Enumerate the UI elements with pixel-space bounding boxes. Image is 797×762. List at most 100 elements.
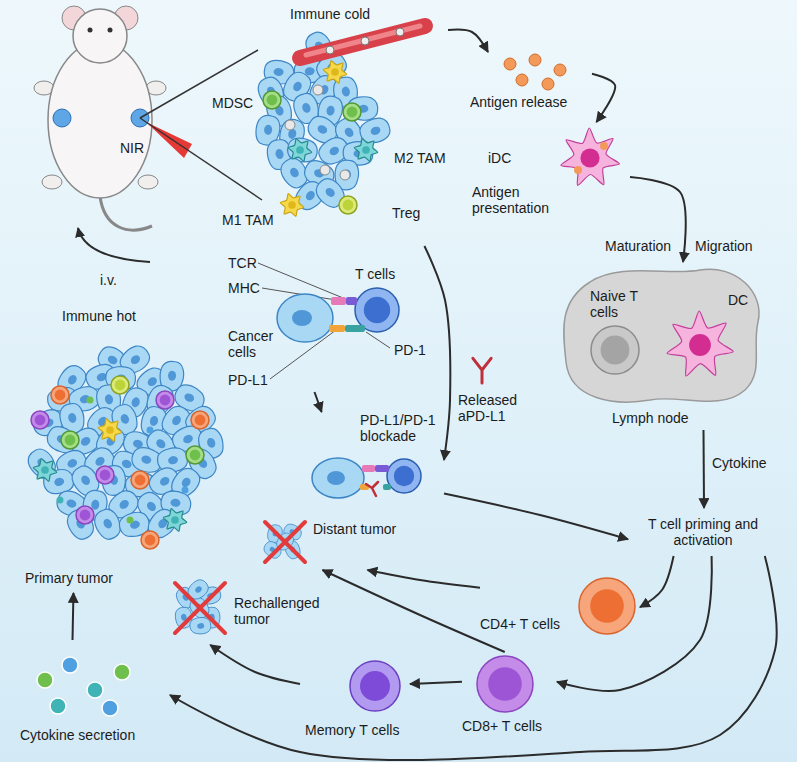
cell-nucleus [66,373,78,386]
cell-nucleus [326,105,335,116]
immune-cell [186,446,204,464]
dendritic-cell-body-nucleus [580,148,599,167]
cell-nucleus [170,414,182,427]
immune-cell [33,459,57,482]
immune-cell [51,386,69,404]
cell-nucleus [106,354,119,366]
naive-t-cell-body [591,326,639,374]
cell-nucleus [121,458,133,469]
nanoparticle [396,28,404,36]
nanoparticle [313,85,323,95]
cell-interaction-figure [258,263,399,379]
checkpoint-blockade: PD-L1/PD-1 blockade [300,412,444,508]
cell-nucleus [343,126,355,139]
cancer-cell [312,458,364,498]
cell-nucleus [145,500,158,513]
immune-cell-nucleus [41,466,49,474]
immune-cell-nucleus [160,395,171,406]
connector-arrow [210,645,300,684]
cd8-t-cell-nucleus [488,667,522,701]
cell-interaction: TCRMHCT cellsCancer cellsPD-1PD-L1 [220,250,430,392]
dendritic-cell: iDCAntigen presentation [462,122,630,222]
nanoparticle [285,120,295,130]
cell-nucleus [341,86,351,97]
immune-cell-nucleus [55,390,66,401]
connector-arrow [72,593,75,640]
immune-cell [31,411,49,429]
dendritic-cell-body [561,128,619,185]
memory-t-cell-nucleus [360,671,390,701]
nanoparticle [340,170,350,180]
immune-cell [111,376,129,394]
immune-cell [354,139,378,162]
antigen [529,54,541,66]
cell-nucleus [65,498,77,509]
cell-body [63,506,99,544]
cell-nucleus [130,396,141,408]
connector-arrow [640,556,674,607]
cell-nucleus [324,186,337,199]
cell-nucleus [168,371,176,381]
node-text: MDSC [212,95,253,111]
edge-label: Maturation [605,238,671,254]
immune-cell [76,506,94,524]
bound-antibody [366,482,378,496]
cell-nucleus [118,498,131,511]
cytokine-dot [50,698,66,714]
immune-cell-nucleus [80,510,91,521]
cell-nucleus [206,437,217,449]
tcr-receptor [346,297,357,305]
immune-cell-nucleus [171,516,179,524]
dendritic-cell-body-nucleus [689,334,711,356]
tumor-icon-figure [173,576,225,635]
immune-cell [280,194,304,217]
cytokine-dot [127,517,134,524]
annotation-label: Released aPD-L1 [458,392,528,424]
antibody [473,358,491,383]
immune-cell [191,411,209,429]
cytokine-group: Cytokine secretion [20,640,170,750]
cell-nucleus [194,585,203,594]
cytokine-dot [102,700,118,716]
cytokine-dot [87,682,103,698]
node-text: Treg [392,205,420,221]
immune-cell-nucleus [100,470,111,481]
tumor-region: Immune coldMDSCM2 TAMM1 TAMTreg [212,6,448,246]
tcr-receptor [375,465,389,472]
cell-nucleus [141,455,153,465]
cancer-cell [277,294,333,342]
antigen [504,58,516,70]
cell-nucleus [197,623,205,630]
immune-cell [141,531,159,549]
cytokine-dot [87,397,94,404]
node-text: PD-L1/PD-1 blockade [360,412,442,444]
connector-arrow [410,682,462,684]
cd4-t-cell-nucleus [590,589,624,623]
cell-nucleus [292,310,312,326]
cell-nucleus [292,80,304,93]
node-text: MHC [228,280,260,296]
antigen [554,64,566,76]
connector-arrow [703,430,706,508]
pdl1-receptor [329,325,345,332]
blood-vessel-highlight [306,26,420,55]
node-text: Immune hot [62,308,136,324]
connector-arrow [448,30,488,52]
nanoparticle [320,165,330,175]
node-text: Memory T cells [305,722,399,738]
cell-nucleus [264,124,273,135]
cell-nucleus [273,68,283,77]
naive-t-cell-body-nucleus [601,336,630,365]
mouse-tail [100,196,152,230]
antigen [574,166,582,174]
tumor-region: Immune hotPrimary tumor [10,308,245,593]
node-text: Rechallenged tumor [234,595,329,627]
cell-nucleus [66,458,79,470]
immune-cell [339,196,357,214]
cell-nucleus [170,498,181,507]
connector-arrow [170,556,777,760]
cell-nucleus [53,477,65,488]
immune-cell-nucleus [35,415,46,426]
dendritic-cell: DC [660,290,755,385]
blood-vessel [300,26,425,58]
